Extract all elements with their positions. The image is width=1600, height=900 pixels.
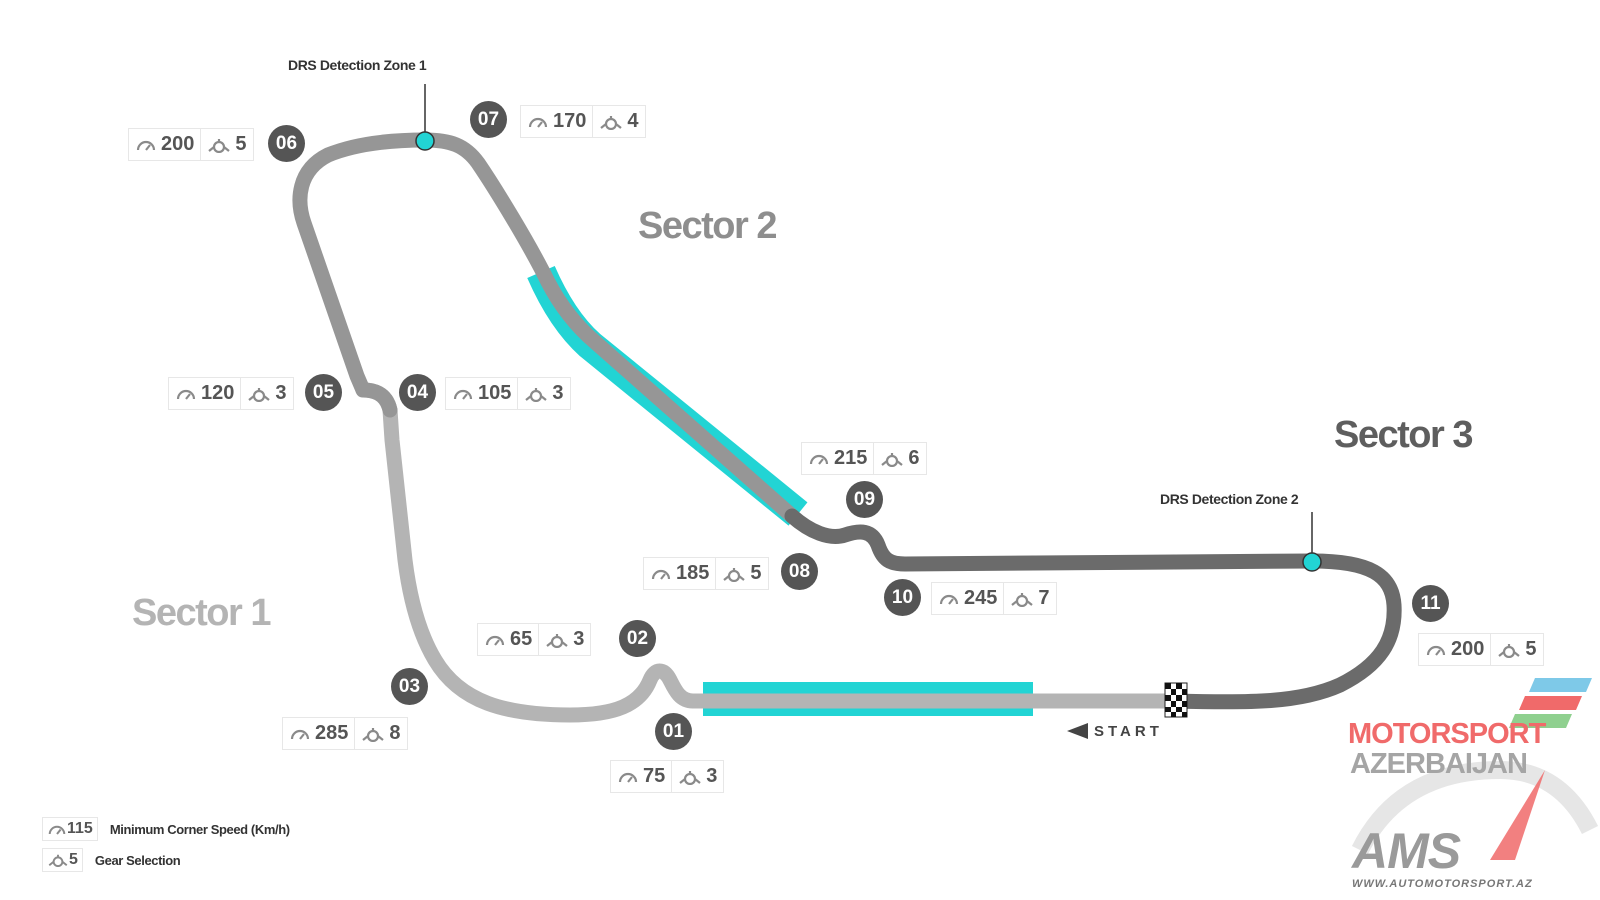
logo-mark-ams: AMS <box>1352 823 1461 879</box>
gear-icon <box>362 727 385 742</box>
gear-icon <box>546 633 568 648</box>
speedometer-icon <box>485 635 505 646</box>
corner-gear: 5 <box>235 133 247 155</box>
gear-icon <box>723 567 746 582</box>
legend-speed-value: 115 <box>67 820 93 837</box>
chequered-flag-icon <box>1164 682 1188 718</box>
turn-marker: 09 <box>846 481 883 518</box>
corner-speed: 105 <box>478 382 512 404</box>
corner-speed: 285 <box>315 722 349 744</box>
speedometer-icon <box>48 825 66 835</box>
corner-info-11: 200 5 <box>1418 633 1544 666</box>
gear-icon <box>881 452 904 467</box>
turn-marker: 10 <box>884 579 921 616</box>
corner-speed: 185 <box>676 562 710 584</box>
corner-speed: 200 <box>161 133 195 155</box>
corner-info-02: 65 3 <box>477 623 592 656</box>
corner-info-10: 245 7 <box>931 582 1057 615</box>
corner-info-01: 75 3 <box>610 760 725 793</box>
speedometer-icon <box>1426 645 1446 656</box>
speedometer-icon <box>176 389 196 400</box>
corner-gear: 3 <box>552 382 564 404</box>
legend-gear: 5 Gear Selection <box>42 848 181 872</box>
corner-info-09: 215 6 <box>801 442 927 475</box>
speedometer-icon <box>290 729 310 740</box>
gear-icon <box>600 115 623 130</box>
track-sector-2 <box>292 132 800 524</box>
corner-speed: 75 <box>643 765 666 787</box>
track-sector-3 <box>784 508 1402 710</box>
speedometer-icon <box>939 594 959 605</box>
turn-marker: 11 <box>1412 585 1449 622</box>
corner-speed: 65 <box>510 628 533 650</box>
logo-url: WWW.AUTOMOTORSPORT.AZ <box>1352 878 1533 890</box>
corner-speed: 215 <box>834 447 868 469</box>
gear-icon <box>248 387 271 402</box>
corner-info-08: 185 5 <box>643 557 769 590</box>
drs-detection-zone-2-label: DRS Detection Zone 2 <box>1160 491 1299 507</box>
speedometer-icon <box>809 454 829 465</box>
logo-line-motorsport: MOTORSPORT <box>1348 718 1546 750</box>
legend-speed-text: Minimum Corner Speed (Km/h) <box>109 821 290 837</box>
corner-gear: 3 <box>573 628 585 650</box>
speedometer-icon <box>528 117 548 128</box>
corner-gear: 3 <box>275 382 287 404</box>
sector-2-label: Sector 2 <box>638 205 777 247</box>
corner-speed: 200 <box>1451 638 1485 660</box>
speedometer-icon <box>651 569 671 580</box>
corner-gear: 4 <box>627 110 639 132</box>
corner-info-04: 105 3 <box>445 377 571 410</box>
speedometer-icon <box>618 772 638 783</box>
speedometer-icon <box>453 389 473 400</box>
corner-gear: 6 <box>908 447 920 469</box>
turn-marker: 02 <box>619 620 656 657</box>
corner-speed: 120 <box>201 382 235 404</box>
corner-info-03: 285 8 <box>282 717 408 750</box>
gear-icon <box>1498 643 1521 658</box>
legend-gear-value: 5 <box>69 851 78 868</box>
gear-icon <box>525 387 548 402</box>
legend-speed: 115 Minimum Corner Speed (Km/h) <box>42 817 290 841</box>
corner-gear: 8 <box>389 722 401 744</box>
gear-icon <box>48 854 68 867</box>
logo-line-azerbaijan: AZERBAIJAN <box>1350 748 1528 780</box>
start-label: START <box>1094 723 1163 740</box>
start-arrow-icon <box>1067 723 1088 739</box>
gear-icon <box>1011 592 1034 607</box>
turn-marker: 04 <box>399 374 436 411</box>
corner-info-07: 170 4 <box>520 105 646 138</box>
track-sector-1 <box>355 382 1184 723</box>
sector-1-label: Sector 1 <box>132 592 271 634</box>
drs-detection-zone-1-label: DRS Detection Zone 1 <box>288 57 427 73</box>
turn-marker: 03 <box>391 668 428 705</box>
corner-gear: 3 <box>706 765 718 787</box>
corner-gear: 5 <box>750 562 762 584</box>
gear-icon <box>208 138 231 153</box>
drs-detection-point-1 <box>415 131 435 151</box>
turn-marker: 06 <box>268 125 305 162</box>
motorsport-azerbaijan-logo <box>1351 678 1599 860</box>
corner-gear: 5 <box>1525 638 1537 660</box>
speedometer-icon <box>136 140 156 151</box>
corner-gear: 7 <box>1038 587 1050 609</box>
corner-info-06: 200 5 <box>128 128 254 161</box>
corner-speed: 170 <box>553 110 587 132</box>
turn-marker: 05 <box>305 374 342 411</box>
turn-marker: 08 <box>781 553 818 590</box>
drs-detection-point-2 <box>1302 552 1322 572</box>
corner-info-05: 120 3 <box>168 377 294 410</box>
turn-marker: 01 <box>655 713 692 750</box>
sector-3-label: Sector 3 <box>1334 414 1473 456</box>
turn-marker: 07 <box>470 101 507 138</box>
corner-speed: 245 <box>964 587 998 609</box>
gear-icon <box>679 770 701 785</box>
legend-gear-text: Gear Selection <box>94 852 181 868</box>
